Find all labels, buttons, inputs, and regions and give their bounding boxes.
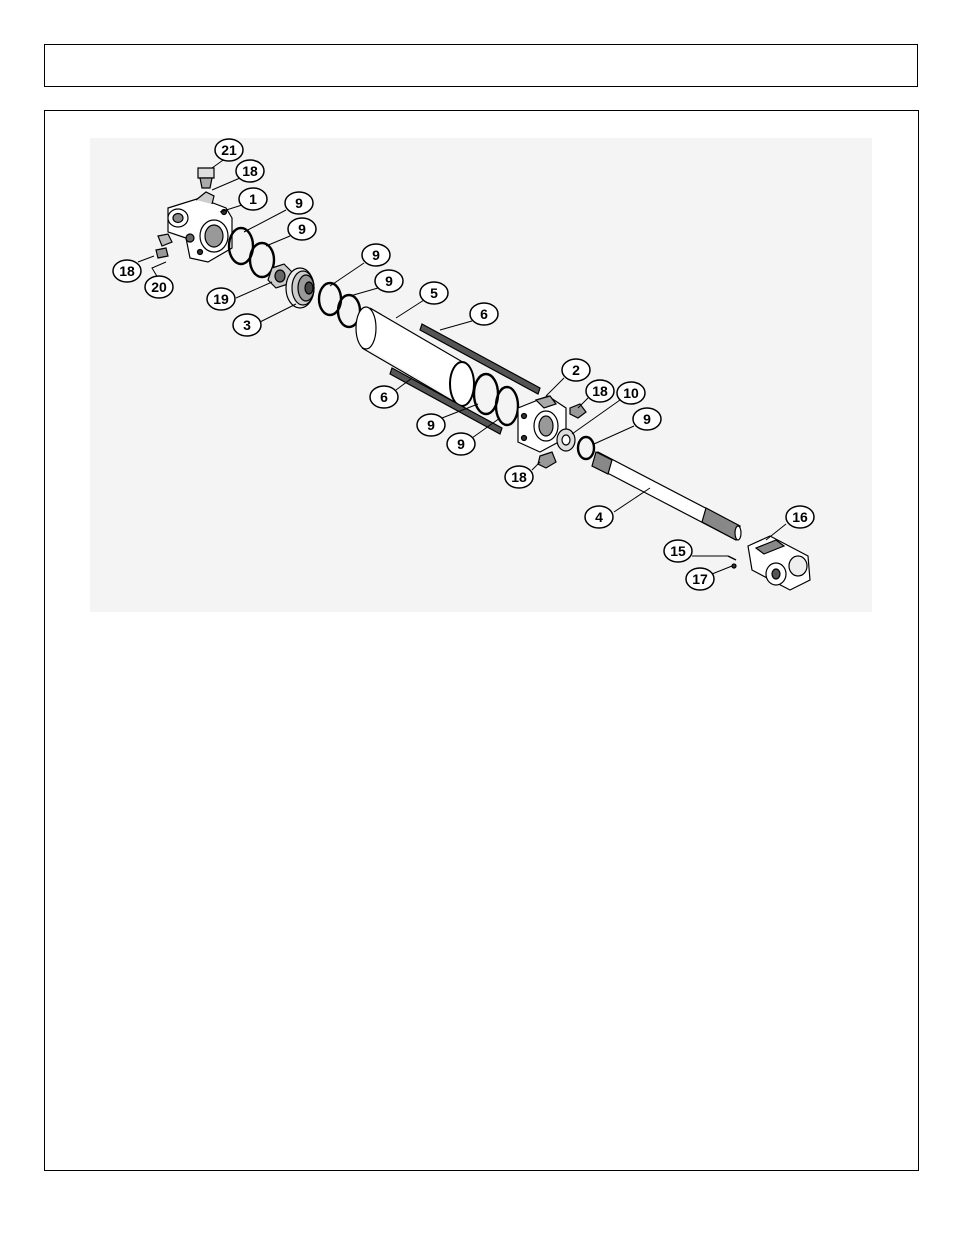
part-1-base-cap bbox=[167, 191, 233, 263]
callout-9-label-e: 9 bbox=[643, 411, 651, 427]
part-3-piston bbox=[285, 267, 315, 309]
callout-5-label: 5 bbox=[430, 285, 438, 301]
callout-3-label: 3 bbox=[243, 317, 251, 333]
part-9-oring-f bbox=[494, 385, 520, 427]
callout-9-label-b: 9 bbox=[298, 221, 306, 237]
callout-9-label-d: 9 bbox=[385, 273, 393, 289]
callout-9-circle-e bbox=[632, 407, 662, 431]
callout-6-circle-a bbox=[469, 302, 499, 326]
callout-15-label: 15 bbox=[670, 543, 686, 559]
callout-18-circle-d bbox=[504, 465, 534, 489]
callout-3-circle bbox=[232, 313, 262, 337]
part-4-piston-rod bbox=[591, 451, 742, 541]
callout-19-label: 19 bbox=[213, 291, 229, 307]
callout-9-label-g: 9 bbox=[457, 436, 465, 452]
callout-19-circle bbox=[206, 287, 236, 311]
callout-2-label: 2 bbox=[572, 362, 580, 378]
callout-10-circle bbox=[616, 381, 646, 405]
callout-18-label-b: 18 bbox=[119, 263, 135, 279]
callout-17-circle bbox=[685, 567, 715, 591]
part-9-oring-a bbox=[227, 226, 255, 266]
callout-4-label: 4 bbox=[595, 509, 603, 525]
callout-9-circle-b bbox=[287, 217, 317, 241]
callout-circles bbox=[112, 138, 815, 591]
callout-17-label: 17 bbox=[692, 571, 708, 587]
callout-18-label-d: 18 bbox=[511, 469, 527, 485]
callout-1-label: 1 bbox=[249, 191, 257, 207]
callout-1-circle bbox=[238, 187, 268, 211]
callout-9-circle-g bbox=[446, 432, 476, 456]
callout-9-circle-f bbox=[416, 413, 446, 437]
callout-6-label-a: 6 bbox=[480, 306, 488, 322]
callout-18-label-a: 18 bbox=[242, 163, 258, 179]
callout-9-label-f: 9 bbox=[427, 417, 435, 433]
callout-20-circle bbox=[144, 275, 174, 299]
part-15-17-pins bbox=[727, 555, 737, 569]
callout-9-label-c: 9 bbox=[372, 247, 380, 263]
callout-5-circle bbox=[419, 281, 449, 305]
callout-10-label: 10 bbox=[623, 385, 639, 401]
callout-9-circle-a bbox=[284, 191, 314, 215]
part-2-rod-cap bbox=[517, 395, 567, 453]
callout-21-label: 21 bbox=[221, 142, 237, 158]
part-18-20-fittings bbox=[155, 233, 173, 259]
part-18-nut-upper bbox=[569, 403, 587, 419]
part-16-clevis bbox=[747, 535, 811, 591]
page-header-box bbox=[44, 44, 918, 87]
callout-6-circle-b bbox=[369, 385, 399, 409]
callout-15-circle bbox=[663, 539, 693, 563]
callout-21-circle bbox=[214, 138, 244, 162]
callout-4-circle bbox=[584, 505, 614, 529]
callout-2-circle bbox=[561, 358, 591, 382]
callout-16-circle bbox=[785, 505, 815, 529]
callout-9-circle-d bbox=[374, 269, 404, 293]
part-9-oring-b bbox=[248, 241, 276, 279]
leader-lines bbox=[137, 157, 787, 575]
callout-18-label-c: 18 bbox=[592, 383, 608, 399]
part-9-rod-seal bbox=[576, 435, 596, 461]
callout-18-circle-b bbox=[112, 259, 142, 283]
part-21-plug bbox=[197, 167, 215, 189]
callout-9-circle-c bbox=[361, 243, 391, 267]
part-9-oring-e bbox=[472, 372, 500, 416]
callout-6-label-b: 6 bbox=[380, 389, 388, 405]
callout-20-label: 20 bbox=[151, 279, 167, 295]
part-10-wiper bbox=[556, 428, 576, 452]
part-6-tie-rods bbox=[389, 323, 541, 435]
part-5-barrel bbox=[355, 306, 475, 407]
part-18-nut-lower bbox=[537, 451, 557, 469]
callout-18-circle-a bbox=[235, 159, 265, 183]
callout-9-label-a: 9 bbox=[295, 195, 303, 211]
callout-18-circle-c bbox=[585, 379, 615, 403]
callout-16-label: 16 bbox=[792, 509, 808, 525]
main-content-box bbox=[44, 110, 919, 1171]
